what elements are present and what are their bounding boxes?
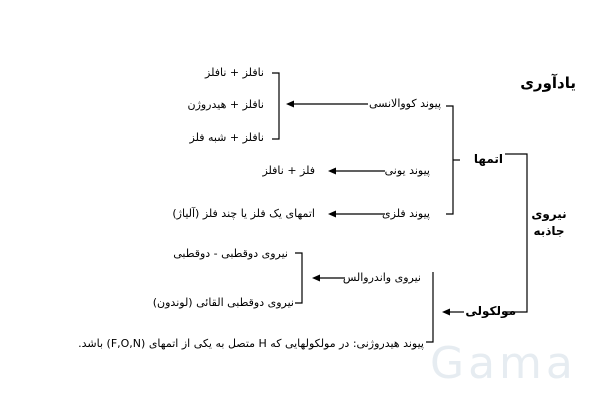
vdw-item-2: نیروی دوقطبی القائی (لوندون) [152, 296, 294, 309]
ionic-label: پیوند یونی [384, 164, 430, 177]
metallic-arrowhead [328, 210, 336, 218]
root-bracket [520, 153, 528, 313]
molecules-label: مولکولی [465, 304, 516, 318]
covalent-bracket [272, 72, 280, 140]
metallic-label: پیوند فلزی [382, 207, 430, 220]
vdw-bracket [295, 252, 303, 304]
page-title: یادآوری [520, 74, 576, 92]
covalent-item-2: نافلز + هیدروژن [187, 98, 264, 111]
hydrogen-bond-text: پیوند هیدروژنی: در مولکولهایی که H متصل … [78, 337, 424, 350]
covalent-label: پیوند کووالانسی [369, 97, 441, 110]
ionic-arrowhead [328, 167, 336, 175]
molecules-arrowhead [442, 308, 450, 316]
ionic-result: فلز + نافلز [262, 164, 315, 177]
covalent-item-1: نافلز + نافلز [205, 66, 264, 79]
covalent-item-3: نافلز + شبه فلز [189, 131, 265, 144]
molecules-bracket [426, 272, 434, 343]
atoms-bracket [446, 105, 454, 215]
metallic-result: اتمهای یک فلز یا چند فلز (آلیاژ) [172, 207, 315, 220]
atoms-label: اتمها [473, 152, 503, 166]
root-label: نیروی جاذبه [531, 207, 567, 238]
vdw-label: نیروی واندروالس [342, 271, 421, 284]
covalent-arrowhead [286, 100, 294, 108]
vdw-item-1: نیروی دوقطبی - دوقطبی [173, 247, 288, 260]
vdw-arrowhead [312, 274, 320, 282]
watermark-logo: Gama [430, 338, 577, 389]
